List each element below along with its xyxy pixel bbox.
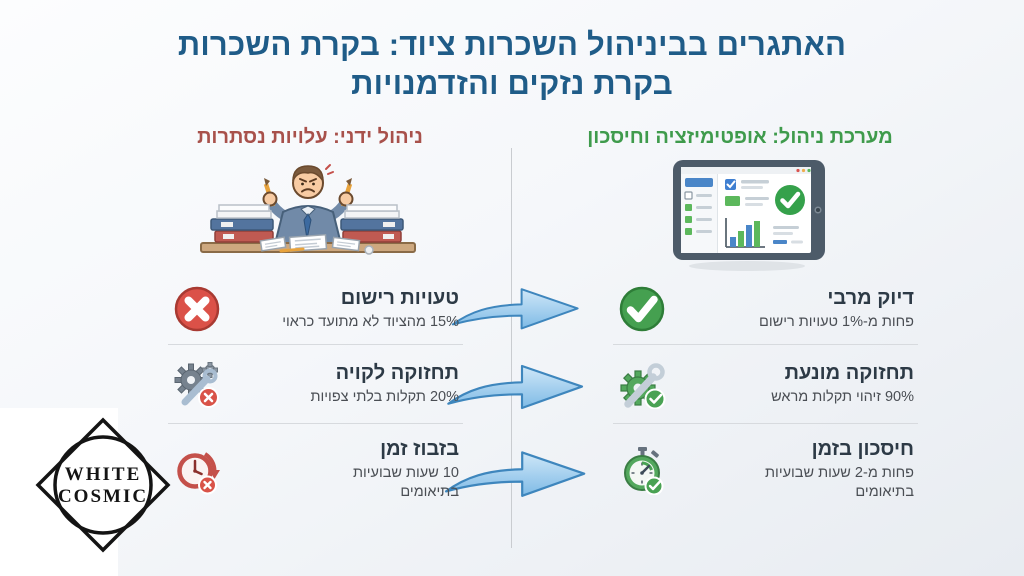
stressed-office-worker-illustration [200,164,416,255]
item-subtitle: 20% תקלות בלתי צפויות [310,388,460,405]
list-item: חיסכון בזמן פחות מ-2 שעות שבועיות בתיאומ… [613,424,918,516]
item-title: תחזוקה מונעת [784,361,914,384]
list-item: דיוק מרבי פחות מ-1% טעויות רישום [613,274,918,345]
item-subtitle: 90% זיהוי תקלות מראש [771,388,914,405]
manual-column-header: ניהול ידני: עלויות נסתרות [197,126,423,148]
arrow-right-icon [444,451,586,497]
column-divider [511,148,512,548]
logo-text-line2: COSMIC [58,486,148,507]
manual-items-list: טעויות רישום 15% מהציוד לא מתועד כראוי [168,274,463,516]
list-item: תחזוקה מונעת 90% זיהוי תקלות מראש [613,345,918,424]
list-item: תחזוקה לקויה 20% תקלות בלתי צפויות [168,345,463,424]
item-title: תחזוקה לקויה [335,361,459,384]
system-items-list: דיוק מרבי פחות מ-1% טעויות רישום [613,274,918,516]
item-subtitle: 10 שעות שבועיות בתיאומים [352,465,459,500]
list-item: בזבוז זמן 10 שעות שבועיות בתיאומים [168,424,463,516]
broken-gear-wrench-icon [174,362,219,408]
page-title: האתגרים בביניהול השכרות ציוד: בקרת השכרו… [177,27,847,101]
white-cosmic-logo: WHITE COSMIC [35,417,171,553]
gear-wrench-check-icon [620,363,666,409]
wasted-time-clock-icon [177,452,220,495]
x-circle-icon [174,286,220,332]
system-column-header: מערכת ניהול: אופטימיזציה וחיסכון [587,126,893,148]
item-title: טעויות רישום [340,286,459,309]
arrow-right-icon [447,364,584,410]
item-title: חיסכון בזמן [811,438,914,461]
logo-text-line1: WHITE [65,464,142,485]
item-title: בזבוז זמן [380,438,459,461]
item-subtitle: 15% מהציוד לא מתועד כראוי [282,313,459,330]
item-subtitle: פחות מ-1% טעויות רישום [759,313,914,330]
list-item: טעויות רישום 15% מהציוד לא מתועד כראוי [168,274,463,345]
arrow-right-icon [451,288,579,330]
tablet-dashboard-illustration [673,160,825,271]
stopwatch-check-icon [624,447,664,495]
item-title: דיוק מרבי [827,286,914,309]
check-circle-icon [619,286,665,332]
item-subtitle: פחות מ-2 שעות שבועיות בתיאומים [765,465,914,500]
